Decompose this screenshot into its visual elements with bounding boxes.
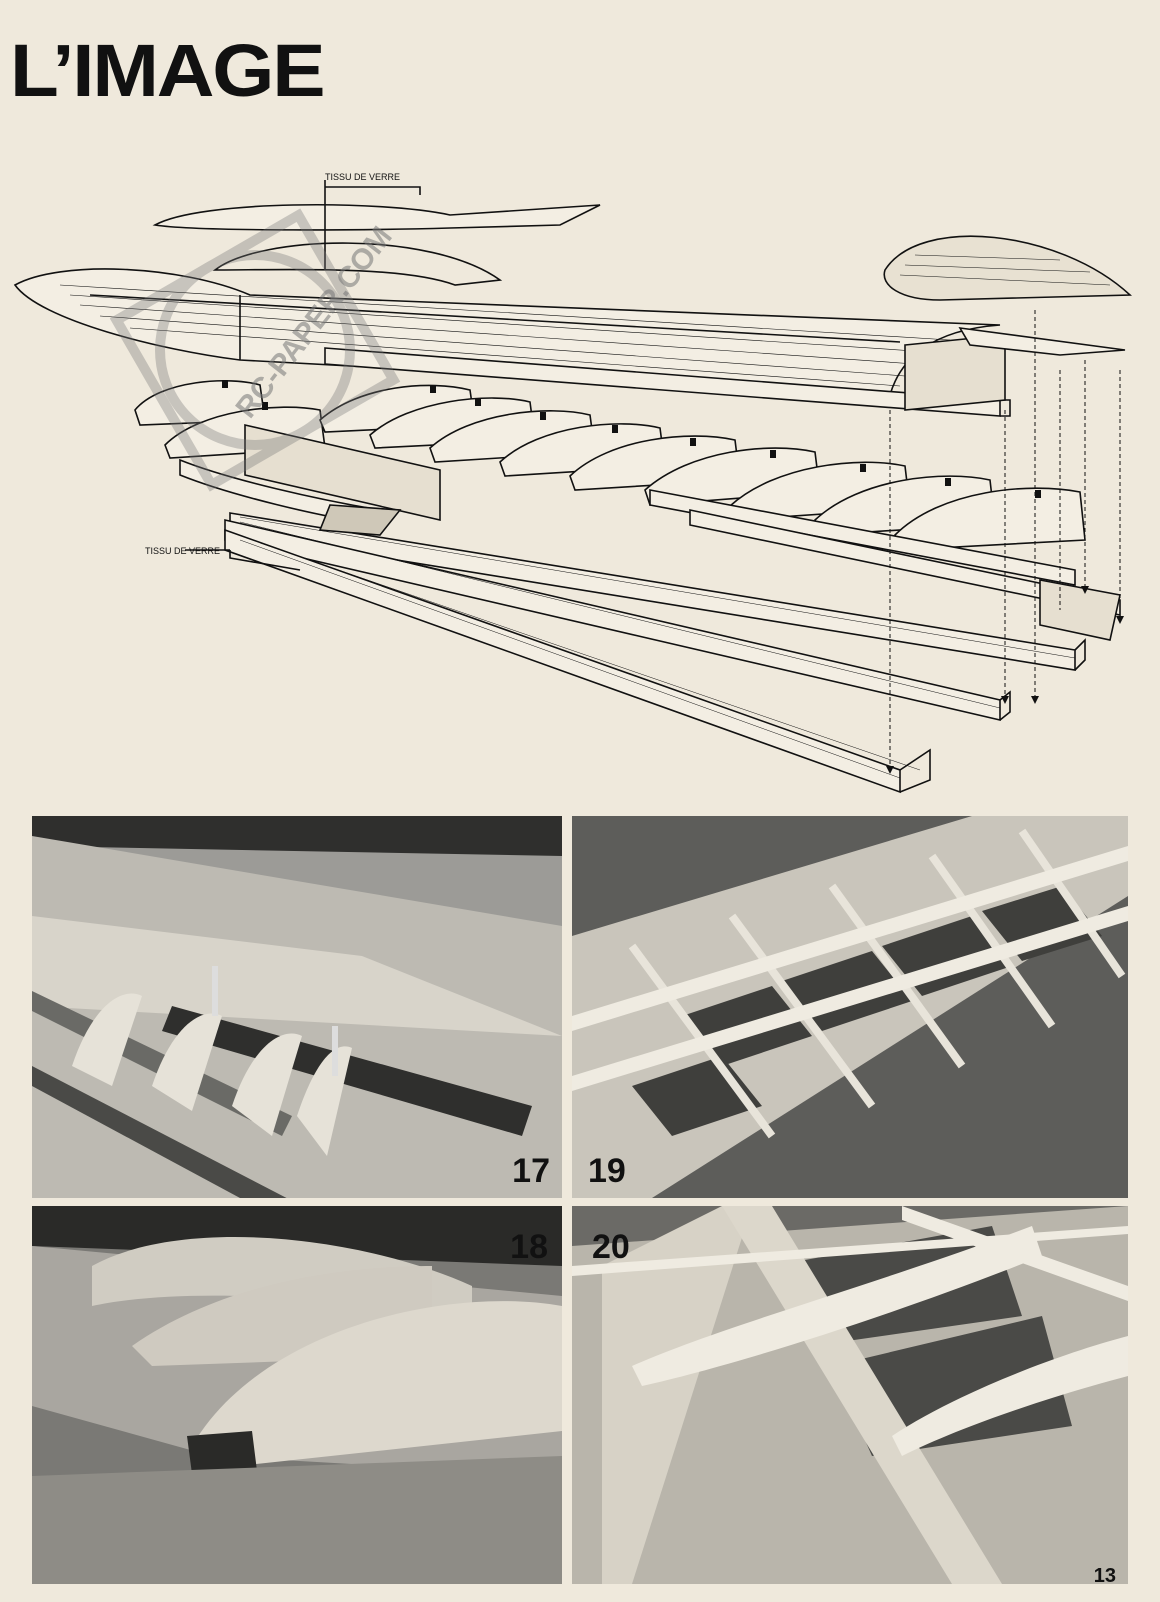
photo-number-18: 18	[510, 1228, 548, 1266]
photo-17: 17	[32, 816, 562, 1198]
wing-exploded-diagram: TISSU DE VERRE TISSU DE VERRE RC-PAPER.C…	[0, 80, 1160, 820]
photo-19: 19	[572, 816, 1128, 1198]
label-tissu-top: TISSU DE VERRE	[325, 172, 400, 182]
photo-number-20: 20	[592, 1228, 630, 1266]
page-number: 13	[1093, 1565, 1116, 1587]
photo-number-19: 19	[588, 1152, 626, 1190]
photo-number-17: 17	[512, 1152, 550, 1190]
masthead-title: L’IMAGE	[10, 29, 326, 112]
photo-20: 20	[572, 1206, 1128, 1584]
photo-18: 18	[32, 1206, 562, 1584]
label-tissu-left: TISSU DE VERRE	[145, 546, 220, 556]
diagram-svg: TISSU DE VERRE TISSU DE VERRE RC-PAPER.C…	[13, 172, 1132, 794]
